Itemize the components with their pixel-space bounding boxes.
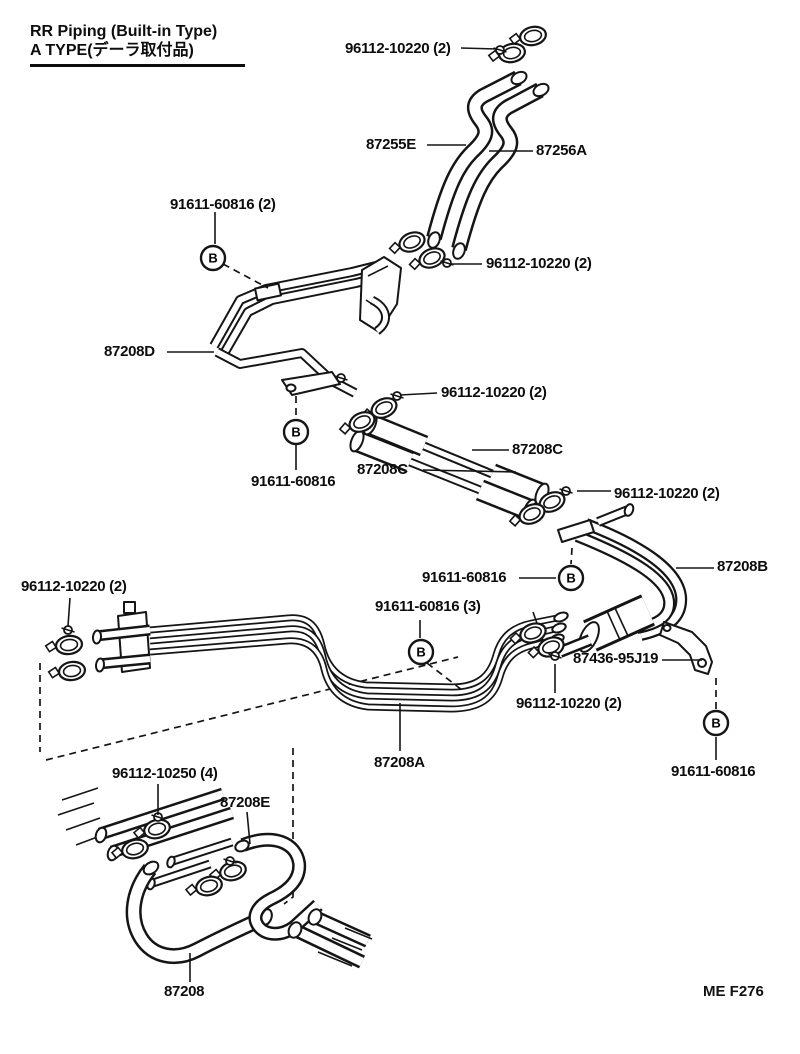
part-label-96112-102202: 96112-10220 (2) — [486, 255, 592, 272]
part-label-87208: 87208 — [164, 983, 205, 1000]
bracket-87436-95j19 — [659, 621, 713, 675]
bolt-markers: B B B B B — [199, 244, 730, 737]
part-label-87256A: 87256A — [536, 142, 587, 159]
part-label-96112-102202: 96112-10220 (2) — [345, 40, 451, 57]
part-label-96112-102504: 96112-10250 (4) — [112, 765, 218, 782]
hose-clamp-icon — [183, 872, 225, 902]
hose-assembly-87208-87208e — [57, 787, 373, 969]
part-label-91611-608162: 91611-60816 (2) — [170, 196, 276, 213]
part-label-96112-102202: 96112-10220 (2) — [441, 384, 547, 401]
part-label-91611-60816: 91611-60816 — [251, 473, 336, 490]
screw-icon — [60, 625, 76, 635]
part-label-87208B: 87208B — [717, 558, 768, 575]
part-label-87255E: 87255E — [366, 136, 416, 153]
page-code: ME F276 — [703, 983, 764, 1000]
part-label-96112-102202: 96112-10220 (2) — [21, 578, 127, 595]
part-label-96112-102202: 96112-10220 (2) — [614, 485, 720, 502]
part-label-87208A: 87208A — [374, 754, 425, 771]
bolt-marker-icon: B — [282, 418, 310, 446]
leader-lines — [67, 47, 717, 982]
part-label-91611-60816: 91611-60816 — [422, 569, 507, 586]
pipe-assembly-87208b — [557, 503, 688, 658]
pipe-assembly-87208a — [91, 601, 569, 713]
diagram-title-line2: A TYPE(デーラ取付品) — [30, 42, 194, 59]
hose-87255e-87256a — [426, 70, 550, 260]
bolt-leader-dashes — [222, 263, 717, 709]
part-label-87208C: 87208C — [357, 461, 408, 478]
bolt-marker-icon: B — [557, 564, 585, 592]
part-label-87436-95J19: 87436-95J19 — [573, 650, 659, 667]
bolt-letter: B — [208, 251, 217, 266]
hose-clamp-icon — [109, 835, 151, 865]
part-label-91611-608163: 91611-60816 (3) — [375, 598, 481, 615]
bolt-marker-icon: B — [407, 638, 435, 666]
bolt-marker-icon: B — [702, 709, 730, 737]
bolt-letter: B — [711, 716, 720, 731]
hose-clamp-icon — [43, 633, 85, 659]
part-label-96112-102202: 96112-10220 (2) — [516, 695, 622, 712]
hose-clamp-icon — [46, 659, 88, 685]
part-label-87208C: 87208C — [512, 441, 563, 458]
part-label-91611-60816: 91611-60816 — [671, 763, 756, 780]
title-underline — [30, 64, 245, 67]
hose-clamp-icon — [486, 40, 528, 68]
dashed-boundary — [39, 656, 459, 905]
bolt-marker-icon: B — [199, 244, 227, 272]
diagram-title-line1: RR Piping (Built-in Type) — [30, 23, 218, 40]
bolt-letter: B — [291, 425, 300, 440]
pipe-assembly-87208d — [209, 256, 402, 398]
bolt-letter: B — [566, 571, 575, 586]
part-label-87208E: 87208E — [220, 794, 270, 811]
part-label-87208D: 87208D — [104, 343, 155, 360]
bolt-letter: B — [416, 645, 425, 660]
